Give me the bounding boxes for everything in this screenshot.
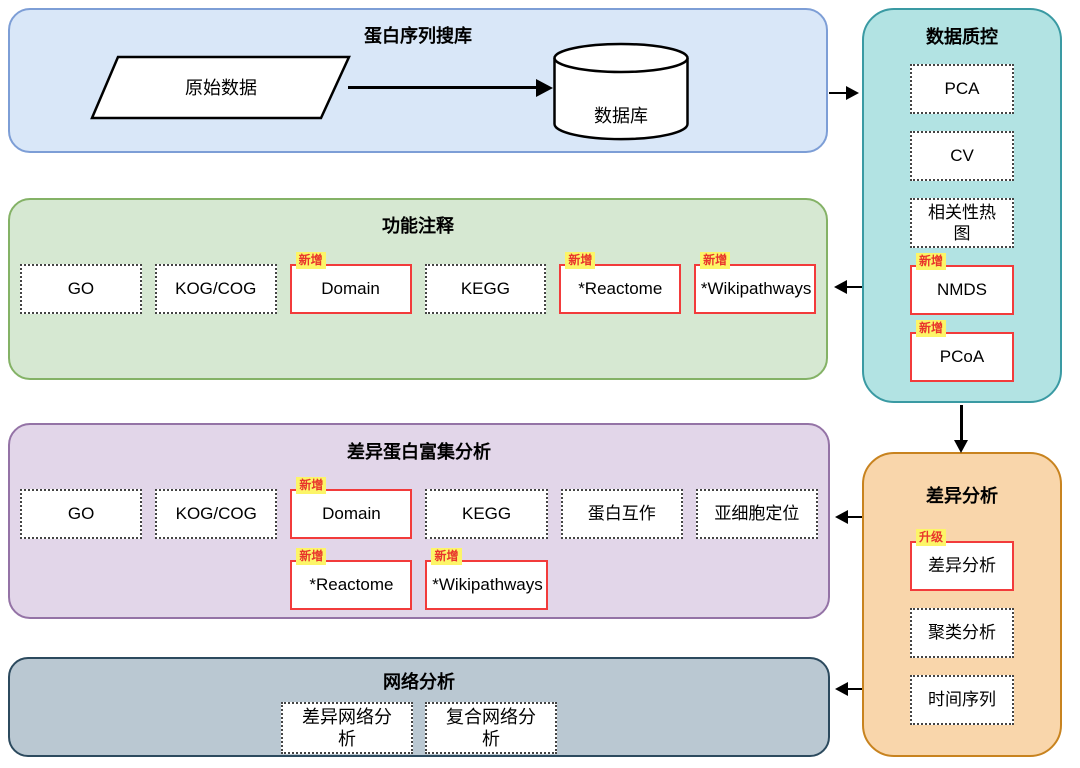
enrichment-item-label: 蛋白互作 (587, 504, 656, 524)
upgrade-badge: 升级 (916, 529, 947, 546)
qc-item-list: PCA CV 相关性热图 新增 NMDS 新增 (864, 64, 1060, 382)
new-badge: 新增 (296, 477, 327, 494)
new-badge: 新增 (700, 252, 731, 269)
enrichment-item-kegg: KEGG (425, 489, 548, 539)
network-item-list: 差异网络分析 复合网络分析 (10, 702, 828, 754)
qc-item-label: 相关性热图 (928, 202, 996, 243)
enrichment-item-label: *Reactome (309, 575, 394, 595)
diff-item-time-series: 时间序列 (910, 675, 1014, 725)
annotation-item-go: GO (20, 264, 142, 314)
qc-item-nmds: 新增 NMDS (910, 253, 1014, 315)
annotation-item-label: Domain (321, 279, 380, 299)
network-item-differential-network: 差异网络分析 (281, 702, 413, 754)
annotation-item-kegg: KEGG (424, 264, 547, 314)
enrichment-item-label: KEGG (462, 504, 512, 524)
annotation-item-reactome: 新增 *Reactome (559, 252, 682, 314)
section-diff-analysis: 差异分析 升级 差异分析 聚类分析 时间序列 (862, 452, 1062, 757)
diff-item-list: 升级 差异分析 聚类分析 时间序列 (864, 529, 1060, 725)
enrichment-item-subcellular-localization: 亚细胞定位 (695, 489, 818, 539)
section-annotation: 功能注释 GO KOG/COG 新增 Domain (8, 198, 828, 380)
new-badge: 新增 (565, 252, 596, 269)
qc-item-pca: PCA (910, 64, 1014, 114)
diff-item-differential-analysis: 升级 差异分析 (910, 529, 1014, 591)
annotation-item-label: KEGG (460, 279, 510, 299)
new-badge: 新增 (916, 320, 947, 337)
qc-item-label: NMDS (936, 280, 988, 300)
network-title: 网络分析 (383, 672, 455, 692)
enrichment-item-label: KOG/COG (175, 504, 257, 524)
enrichment-row2: 新增 *Reactome 新增 *Wikipathways (10, 548, 828, 610)
diff-item-label: 差异分析 (928, 556, 996, 576)
network-item-label: 复合网络分析 (445, 706, 536, 750)
qc-item-cv: CV (910, 131, 1014, 181)
new-badge: 新增 (916, 253, 947, 270)
enrichment-item-label: Domain (322, 504, 381, 524)
annotation-item-label: GO (67, 279, 95, 299)
section-enrichment: 差异蛋白富集分析 GO KOG/COG 新增 Domain (8, 423, 830, 619)
diff-item-cluster-analysis: 聚类分析 (910, 608, 1014, 658)
section-qc: 数据质控 PCA CV 相关性热图 新增 (862, 8, 1062, 403)
diff-item-label: 时间序列 (928, 690, 996, 710)
enrichment-row1: GO KOG/COG 新增 Domain KEGG (10, 477, 828, 539)
database-cylinder (553, 42, 689, 141)
raw-data-parallelogram (90, 55, 351, 120)
diff-item-label: 聚类分析 (928, 623, 996, 643)
raw-data-label: 原始数据 (185, 78, 257, 98)
enrichment-item-protein-interaction: 蛋白互作 (560, 489, 683, 539)
enrichment-item-label: GO (67, 504, 95, 524)
section-network: 网络分析 差异网络分析 复合网络分析 (8, 657, 830, 757)
new-badge: 新增 (431, 548, 462, 565)
annotation-item-label: *Reactome (578, 279, 663, 299)
enrichment-item-label: 亚细胞定位 (714, 504, 800, 524)
annotation-item-wikipathways: 新增 *Wikipathways (694, 252, 816, 314)
network-item-composite-network: 复合网络分析 (425, 702, 557, 754)
protein-search-title: 蛋白序列搜库 (364, 26, 472, 46)
qc-item-pcoa: 新增 PCoA (910, 320, 1014, 382)
qc-item-label: PCoA (939, 347, 985, 367)
qc-title: 数据质控 (926, 27, 998, 47)
annotation-item-list: GO KOG/COG 新增 Domain KEGG 新增 (10, 252, 826, 314)
qc-item-correlation-heatmap: 相关性热图 (910, 198, 1014, 248)
qc-item-label: CV (950, 146, 974, 166)
annotation-item-domain: 新增 Domain (289, 252, 412, 314)
diff-analysis-title: 差异分析 (926, 486, 998, 506)
new-badge: 新增 (296, 548, 327, 565)
qc-item-label: PCA (944, 79, 980, 99)
annotation-title: 功能注释 (382, 216, 454, 236)
annotation-item-kog-cog: KOG/COG (154, 264, 277, 314)
enrichment-item-label: *Wikipathways (432, 575, 543, 595)
database-label: 数据库 (594, 106, 648, 126)
annotation-item-label: *Wikipathways (700, 279, 812, 299)
enrichment-item-domain: 新增 Domain (290, 477, 413, 539)
network-item-label: 差异网络分析 (301, 706, 392, 750)
enrichment-item-kog-cog: KOG/COG (155, 489, 278, 539)
new-badge: 新增 (295, 252, 326, 269)
enrichment-item-go: GO (20, 489, 143, 539)
enrichment-item-reactome: 新增 *Reactome (290, 548, 413, 610)
enrichment-item-wikipathways: 新增 *Wikipathways (425, 548, 548, 610)
enrichment-title: 差异蛋白富集分析 (347, 442, 491, 462)
annotation-item-label: KOG/COG (175, 279, 257, 299)
